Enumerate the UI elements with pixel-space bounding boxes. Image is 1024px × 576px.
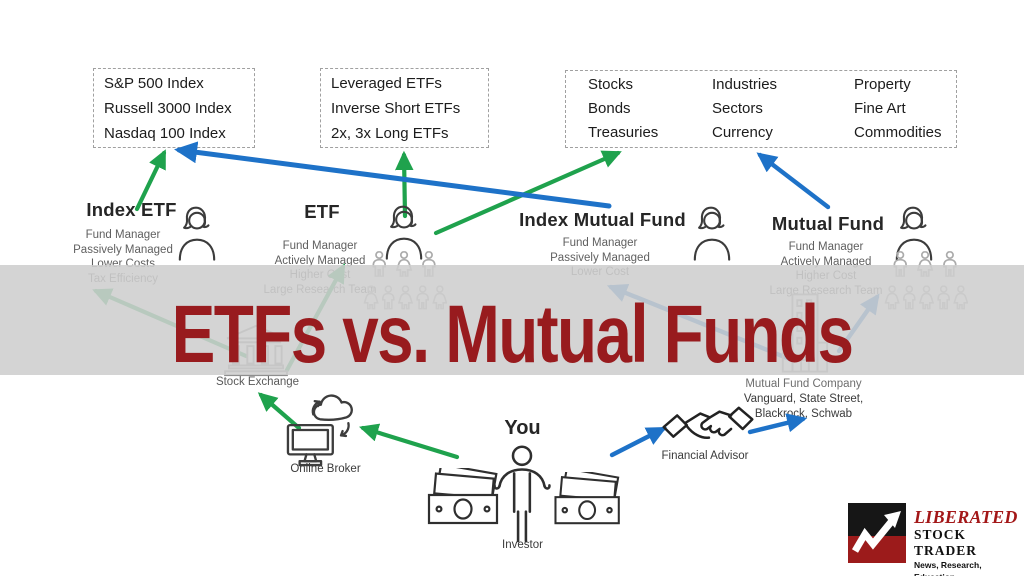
money-bills-icon (554, 472, 620, 525)
stock-chart-arrow-logo-icon (848, 503, 906, 563)
asset-classes-col: Property Fine Art Commodities (854, 73, 942, 145)
asset-class: Commodities (854, 124, 942, 141)
entity-title-index-mutual-fund: Index Mutual Fund (519, 209, 686, 230)
logo-tagline: News, Research, Education (914, 560, 982, 576)
arrow-broker-to-exchange (257, 392, 302, 431)
asset-class: Industries (712, 76, 778, 93)
fund-manager-woman-icon (691, 205, 733, 261)
asset-class: Property (854, 76, 911, 93)
entity-title-etf: ETF (304, 201, 340, 222)
arrow-mf-to-assets (756, 152, 831, 210)
index-list-line: Russell 3000 Index (104, 100, 232, 117)
asset-class: Treasuries (588, 124, 659, 141)
entity-trait: Passively Managed (73, 243, 173, 256)
asset-class: Bonds (588, 100, 631, 117)
arrow-indexetf-to-indexes (134, 149, 167, 212)
entity-trait: Actively Managed (780, 255, 872, 268)
arrow-investor-to-broker (358, 423, 460, 460)
asset-classes-box: Stocks Bonds Treasuries Industries Secto… (565, 70, 957, 148)
asset-classes-col: Industries Sectors Currency (712, 73, 777, 145)
arrow-indexmf-to-indexes (174, 141, 612, 209)
mfco-line: Mutual Fund Company (745, 378, 862, 390)
you-heading: You (504, 417, 541, 439)
asset-class: Stocks (588, 76, 634, 93)
index-list-box: S&P 500 Index Russell 3000 Index Nasdaq … (93, 68, 255, 148)
page-title: ETFs vs. Mutual Funds (171, 289, 854, 380)
computer-cloud-sync-icon (286, 394, 353, 467)
mutual-fund-company-label: Mutual Fund Company Vanguard, State Stre… (716, 377, 891, 422)
fund-manager-woman-icon (176, 205, 218, 261)
money-bills-icon (427, 468, 499, 525)
etf-types-line: Inverse Short ETFs (331, 100, 461, 117)
entity-trait: Passively Managed (550, 251, 650, 264)
etf-types-line: 2x, 3x Long ETFs (331, 125, 449, 142)
liberated-stock-trader-logo: LIBERATED STOCK TRADER News, Research, E… (848, 503, 1018, 576)
entity-title-index-etf: Index ETF (86, 199, 177, 220)
logo-brand-line: STOCK TRADER (914, 527, 978, 558)
mfco-line: Vanguard, State Street, (743, 393, 864, 405)
entity-title-mutual-fund: Mutual Fund (771, 213, 885, 234)
entity-trait: Fund Manager (282, 240, 358, 252)
entity-trait: Fund Manager (562, 237, 638, 249)
asset-class: Fine Art (854, 100, 906, 117)
entity-trait: Fund Manager (85, 229, 161, 241)
arrow-investor-to-advisor (609, 426, 667, 458)
etf-types-line: Leveraged ETFs (331, 75, 442, 92)
index-list-line: S&P 500 Index (104, 75, 204, 92)
asset-class: Currency (712, 124, 773, 141)
logo-brand-line: LIBERATED (914, 507, 1018, 527)
handshake-icon (662, 406, 754, 439)
arrow-advisor-to-mfco (747, 413, 808, 435)
stock-exchange-label: Stock Exchange (215, 376, 300, 388)
title-banner (0, 265, 1024, 375)
investor-label: Investor (502, 539, 543, 551)
financial-advisor-label: Financial Advisor (661, 450, 749, 462)
asset-class: Sectors (712, 100, 763, 117)
etf-types-box: Leveraged ETFs Inverse Short ETFs 2x, 3x… (320, 68, 489, 148)
index-list-line: Nasdaq 100 Index (104, 125, 226, 142)
investor-person-icon (493, 445, 551, 543)
entity-trait: Fund Manager (788, 241, 864, 253)
asset-classes-col: Stocks Bonds Treasuries (588, 73, 658, 145)
